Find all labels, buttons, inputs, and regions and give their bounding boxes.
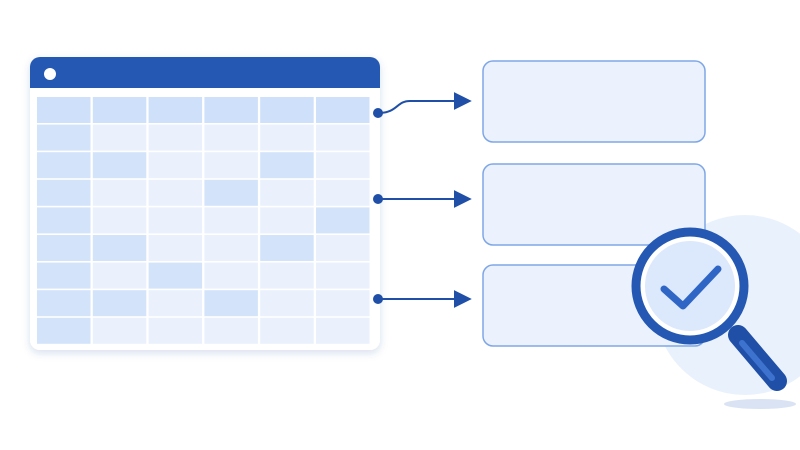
grid-cell <box>37 124 91 151</box>
grid-cell <box>92 262 147 289</box>
grid-cell <box>204 207 258 234</box>
grid-cell <box>148 262 203 289</box>
grid-cell <box>316 262 370 289</box>
grid-cell <box>316 235 370 261</box>
connector-1-line <box>377 92 472 114</box>
grid-cell <box>92 235 147 261</box>
grid-cell <box>260 235 314 261</box>
grid-cell <box>204 317 258 344</box>
header-cell <box>92 97 147 123</box>
grid-cell <box>260 179 314 206</box>
output-box-1 <box>482 60 706 143</box>
grid-cell <box>260 124 314 151</box>
grid-cell <box>37 317 91 344</box>
grid-cell <box>148 290 203 317</box>
connector-3 <box>373 290 472 308</box>
output-box-2 <box>482 163 706 246</box>
grid-cell <box>37 152 91 179</box>
magnifier-icon <box>631 227 796 409</box>
grid-cell <box>204 235 258 261</box>
grid-cell <box>148 317 203 344</box>
grid-cell <box>316 124 370 151</box>
grid-cell <box>204 152 258 179</box>
grid-cell <box>316 179 370 206</box>
grid-cell <box>316 317 370 344</box>
grid-cell <box>148 235 203 261</box>
grid-cell <box>260 317 314 344</box>
grid-cell <box>148 124 203 151</box>
grid-cell <box>92 290 147 317</box>
grid-cell <box>260 207 314 234</box>
grid-cell <box>37 235 91 261</box>
grid-cell <box>148 152 203 179</box>
checkmark-icon <box>660 265 722 310</box>
spreadsheet-grid <box>37 97 370 344</box>
grid-cell <box>92 152 147 179</box>
grid-cell <box>92 317 147 344</box>
grid-cell <box>37 262 91 289</box>
grid-cell <box>204 262 258 289</box>
grid-cell <box>37 179 91 206</box>
grid-cell <box>92 179 147 206</box>
spreadsheet-title-bar <box>30 57 380 88</box>
grid-cell <box>260 152 314 179</box>
grid-cell <box>92 207 147 234</box>
magnifier-lens-glass <box>645 241 735 331</box>
magnifier-handle-highlight <box>739 340 775 381</box>
grid-cell <box>260 262 314 289</box>
connectors <box>373 92 472 308</box>
grid-cell <box>316 152 370 179</box>
window-dot-icon <box>44 68 56 80</box>
grid-cell <box>37 207 91 234</box>
grid-cell <box>316 290 370 317</box>
header-cell <box>316 97 370 123</box>
header-cell <box>204 97 258 123</box>
grid-cell <box>204 124 258 151</box>
grid-cell <box>204 179 258 206</box>
connector-1 <box>373 92 472 118</box>
header-cell <box>260 97 314 123</box>
grid-cell <box>204 290 258 317</box>
grid-cell <box>92 124 147 151</box>
grid-cell <box>148 179 203 206</box>
grid-cell <box>316 207 370 234</box>
header-cell <box>37 97 91 123</box>
grid-cell <box>260 290 314 317</box>
connector-2 <box>373 190 472 208</box>
header-cell <box>148 97 203 123</box>
spreadsheet-window <box>30 57 380 350</box>
magnifier-shadow <box>724 399 796 409</box>
grid-cell <box>37 290 91 317</box>
grid-cell <box>148 207 203 234</box>
